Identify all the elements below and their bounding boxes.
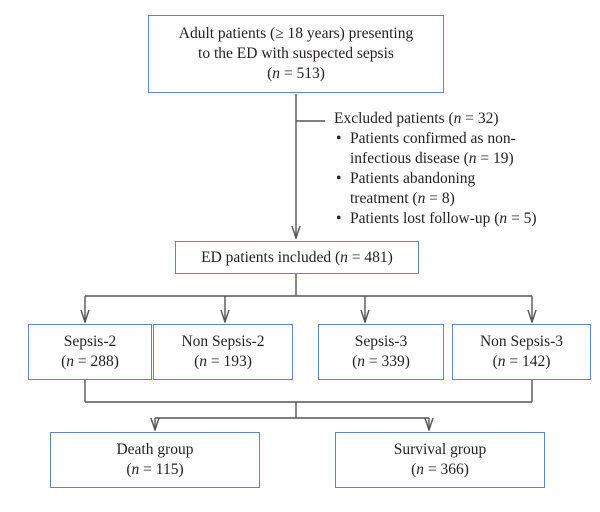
non-sepsis3-label: Non Sepsis-3 [479, 333, 564, 350]
non-sepsis2-count: (n = 193) [194, 353, 252, 370]
included-label: ED patients included (n = 481) [201, 248, 393, 266]
exclusion-list: Patients confirmed as non- infectious di… [334, 129, 537, 229]
sepsis2-count: (n = 288) [61, 353, 119, 370]
non-sepsis3-count: (n = 142) [492, 353, 551, 370]
exclusion-item-non-infectious: Patients confirmed as non- infectious di… [334, 129, 537, 169]
non-sepsis2-box: Non Sepsis-2 (n = 193) [153, 324, 293, 380]
sepsis2-label: Sepsis-2 [63, 333, 117, 350]
excluded-patients-block: Excluded patients (n = 32) Patients conf… [334, 109, 537, 229]
exclusion-item-lost-follow-up: Patients lost follow-up (n = 5) [334, 209, 537, 229]
presenting-line-1: Adult patients (≥ 18 years) presenting [178, 25, 414, 42]
sepsis3-label: Sepsis-3 [354, 333, 408, 350]
presenting-count: (n = 513) [267, 65, 325, 82]
non-sepsis2-label: Non Sepsis-2 [181, 333, 265, 350]
death-group-count: (n = 115) [126, 461, 184, 478]
sepsis3-box: Sepsis-3 (n = 339) [318, 324, 444, 380]
exclusion-item-abandoning: Patients abandoning treatment (n = 8) [334, 169, 537, 209]
sepsis3-count: (n = 339) [352, 353, 410, 370]
death-group-label: Death group [116, 441, 194, 458]
presenting-line-2: to the ED with suspected sepsis [198, 45, 394, 62]
survival-group-count: (n = 366) [411, 461, 469, 478]
ed-patients-included-box: ED patients included (n = 481) [175, 241, 419, 274]
death-group-box: Death group (n = 115) [50, 432, 260, 488]
sepsis2-box: Sepsis-2 (n = 288) [28, 324, 152, 380]
survival-group-box: Survival group (n = 366) [335, 432, 545, 488]
presenting-patients-box: Adult patients (≥ 18 years) presenting t… [148, 15, 444, 93]
non-sepsis3-box: Non Sepsis-3 (n = 142) [452, 324, 591, 380]
excluded-patients-title: Excluded patients (n = 32) [334, 110, 499, 127]
survival-group-label: Survival group [393, 441, 487, 458]
